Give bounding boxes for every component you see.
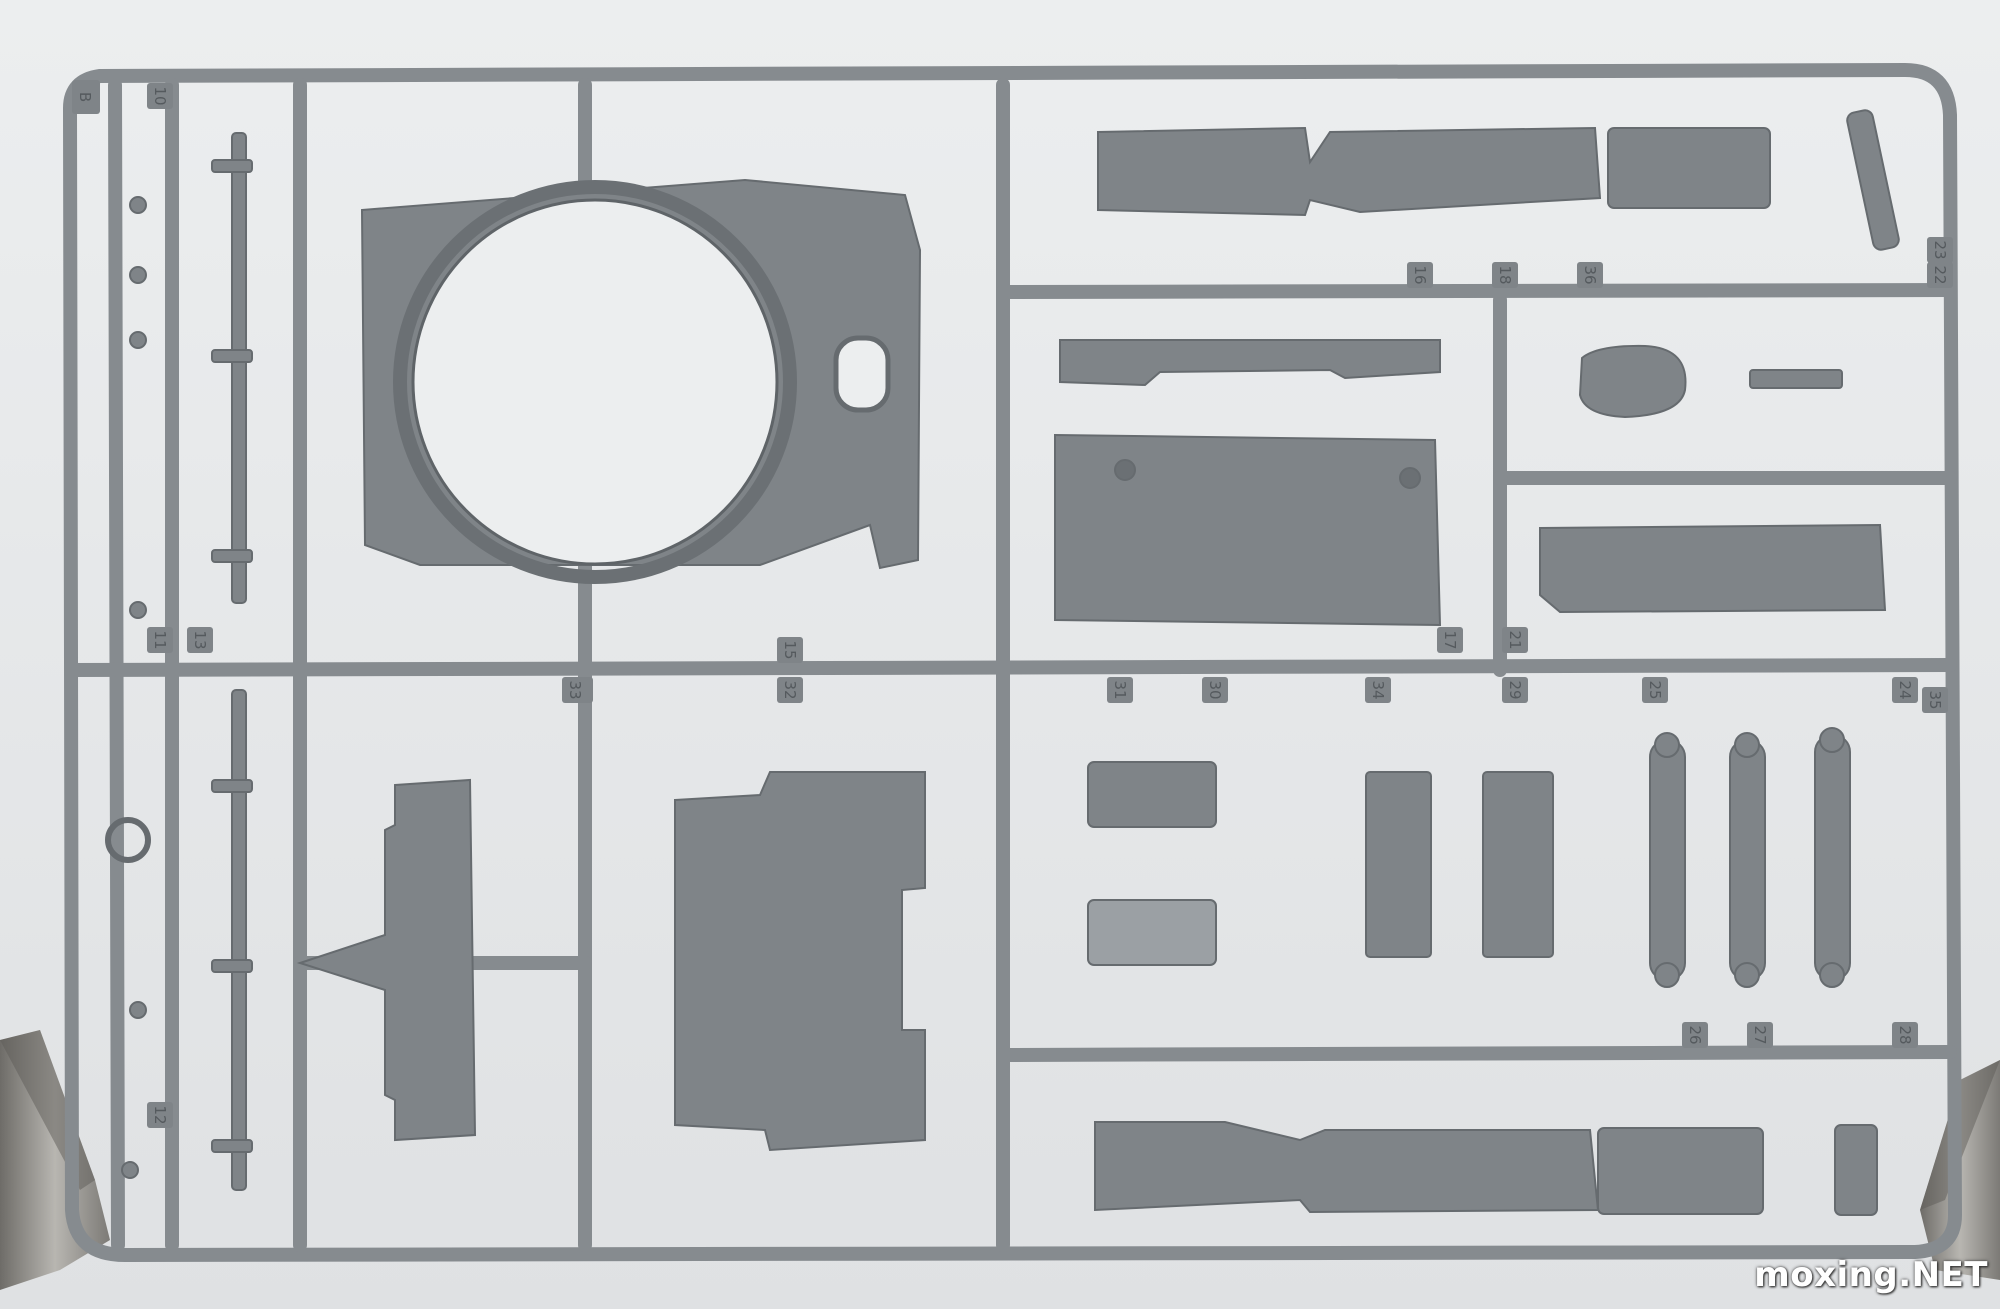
part-number-tag: 30 — [1202, 677, 1228, 703]
part-number-tag: 28 — [1892, 1022, 1918, 1048]
part-number-tag: 35 — [1922, 687, 1948, 713]
part-number-tag: 31 — [1107, 677, 1133, 703]
part-number: 30 — [1206, 680, 1224, 699]
part-number-tag: 36 — [1577, 262, 1603, 288]
part-number: 13 — [191, 630, 209, 649]
part-number: 11 — [151, 630, 169, 649]
part-number-tag: 27 — [1747, 1022, 1773, 1048]
part-number-tag: 17 — [1437, 627, 1463, 653]
part-number: 33 — [566, 680, 584, 699]
part-number: 15 — [781, 640, 799, 659]
long-bar — [1059, 339, 1441, 387]
floor-plate — [674, 771, 926, 1152]
part-number-tag: 16 — [1407, 262, 1433, 288]
part-number-tag: 23 — [1927, 237, 1953, 263]
sprue-letter-tab: B — [72, 80, 100, 114]
part-number: 16 — [1411, 265, 1429, 284]
part-number: 10 — [151, 86, 169, 105]
part-number: 12 — [151, 1105, 169, 1124]
part-number: 24 — [1896, 680, 1914, 699]
watermark: moxing.NET — [1754, 1255, 1988, 1295]
part-number-tag: 32 — [777, 677, 803, 703]
part-number-tag: 11 — [147, 627, 173, 653]
part-number-tag: 25 — [1642, 677, 1668, 703]
part-number-tag: 29 — [1502, 677, 1528, 703]
tabbed-bar — [1539, 523, 1887, 614]
left-small-parts — [105, 132, 253, 1191]
part-number: 29 — [1506, 680, 1524, 699]
part-number-tag: 13 — [187, 627, 213, 653]
part-number-tag: 33 — [562, 677, 588, 703]
part-number-tag: 26 — [1682, 1022, 1708, 1048]
part-number-tag: 24 — [1892, 677, 1918, 703]
oval-hatch — [1578, 344, 1687, 419]
part-number: 18 — [1496, 265, 1514, 284]
link-chains — [1649, 727, 1851, 988]
part-number: 34 — [1369, 680, 1387, 699]
part-number-tag: 34 — [1365, 677, 1391, 703]
part-number: 35 — [1926, 690, 1944, 709]
part-number: 22 — [1931, 265, 1949, 284]
part-number: 21 — [1506, 630, 1524, 649]
part-number-tag: 21 — [1502, 627, 1528, 653]
t-bracket — [296, 778, 477, 1142]
part-number: 23 — [1931, 240, 1949, 259]
part-number: 17 — [1441, 630, 1459, 649]
part-number-tag: 15 — [777, 637, 803, 663]
part-number-tag: 12 — [147, 1102, 173, 1128]
side-box-upper — [1097, 126, 1602, 217]
part-number: 31 — [1111, 680, 1129, 699]
sprue-letter: B — [76, 92, 94, 102]
part-number: 28 — [1896, 1025, 1914, 1044]
part-number-tag: 18 — [1492, 262, 1518, 288]
large-plate — [1054, 433, 1442, 627]
part-number-tag: 10 — [147, 83, 173, 109]
sprue-frame — [63, 63, 1962, 1262]
parts — [105, 109, 1900, 1216]
part-number-tag: 22 — [1927, 262, 1953, 288]
part-number: 25 — [1646, 680, 1664, 699]
part-number: 27 — [1751, 1025, 1769, 1044]
part-number: 36 — [1581, 265, 1599, 284]
part-number: 26 — [1686, 1025, 1704, 1044]
side-box-lower — [1094, 1121, 1600, 1214]
part-number: 32 — [781, 680, 799, 699]
part-number-tags: 1011121314151617182122232425262728293031… — [147, 83, 1953, 1128]
